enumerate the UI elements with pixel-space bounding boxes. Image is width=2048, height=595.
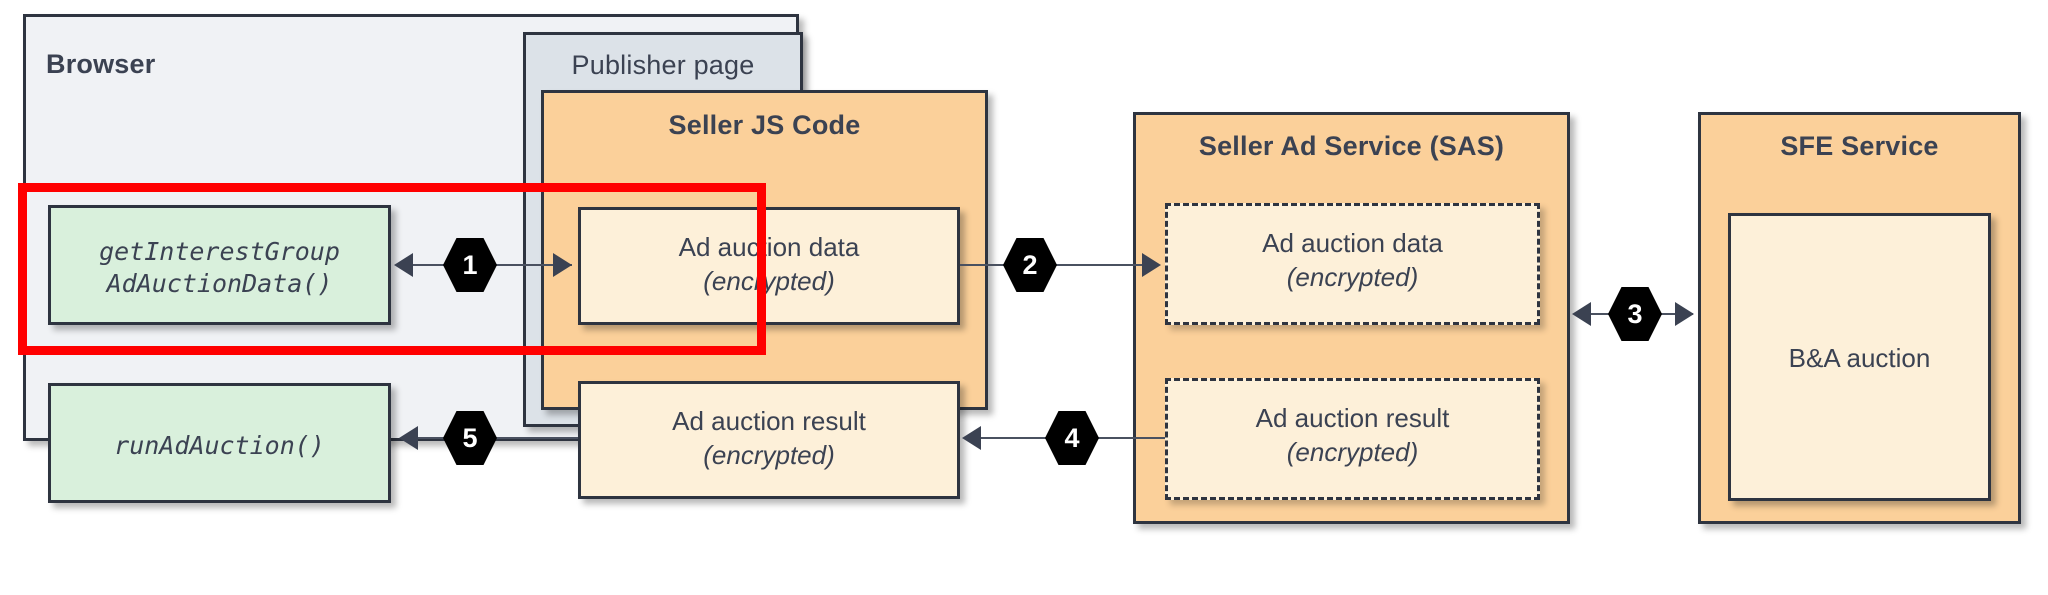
get-interest-group-ad-auction-data-box: getInterestGroup AdAuctionData() xyxy=(48,205,391,325)
connector-4-arrowhead xyxy=(962,426,981,450)
step-badge-5: 5 xyxy=(443,411,497,465)
get-interest-group-line2: AdAuctionData() xyxy=(106,269,333,298)
js-ad-auction-result-box: Ad auction result (encrypted) xyxy=(578,381,960,499)
sas-ad-auction-data-line2: (encrypted) xyxy=(1286,262,1419,292)
sas-ad-auction-result-line1: Ad auction result xyxy=(1255,403,1450,433)
connector-2-arrowhead xyxy=(1142,253,1161,277)
connector-1-arrowhead-left xyxy=(394,253,413,277)
js-ad-auction-data-line2: (encrypted) xyxy=(703,266,835,296)
connector-2-line xyxy=(960,264,1155,266)
run-ad-auction-label: runAdAuction() xyxy=(114,431,325,460)
sas-ad-auction-data-box: Ad auction data (encrypted) xyxy=(1165,203,1540,325)
js-ad-auction-data-line1: Ad auction data xyxy=(678,232,860,262)
step-badge-4: 4 xyxy=(1045,411,1099,465)
ba-auction-box: B&A auction xyxy=(1728,213,1991,501)
publisher-page-title: Publisher page xyxy=(571,50,755,80)
js-ad-auction-result-line1: Ad auction result xyxy=(672,406,866,436)
step-badge-1: 1 xyxy=(443,238,497,292)
connector-1-arrowhead-right xyxy=(553,253,572,277)
seller-ad-service-title: Seller Ad Service (SAS) xyxy=(1198,131,1505,161)
browser-panel-title: Browser xyxy=(46,49,156,79)
connector-3-arrowhead-right xyxy=(1675,302,1694,326)
step-badge-3: 3 xyxy=(1608,287,1662,341)
js-ad-auction-data-box: Ad auction data (encrypted) xyxy=(578,207,960,325)
ba-auction-label: B&A auction xyxy=(1788,343,1931,373)
connector-5-arrowhead xyxy=(399,426,418,450)
run-ad-auction-box: runAdAuction() xyxy=(48,383,391,503)
sas-ad-auction-data-line1: Ad auction data xyxy=(1262,228,1443,258)
sas-ad-auction-result-box: Ad auction result (encrypted) xyxy=(1165,378,1540,500)
get-interest-group-line1: getInterestGroup xyxy=(99,237,340,266)
sas-ad-auction-result-line2: (encrypted) xyxy=(1286,437,1419,467)
seller-js-code-title: Seller JS Code xyxy=(668,110,861,140)
sfe-service-title: SFE Service xyxy=(1780,131,1939,161)
connector-3-arrowhead-left xyxy=(1572,302,1591,326)
step-badge-2: 2 xyxy=(1003,238,1057,292)
js-ad-auction-result-line2: (encrypted) xyxy=(703,440,835,470)
